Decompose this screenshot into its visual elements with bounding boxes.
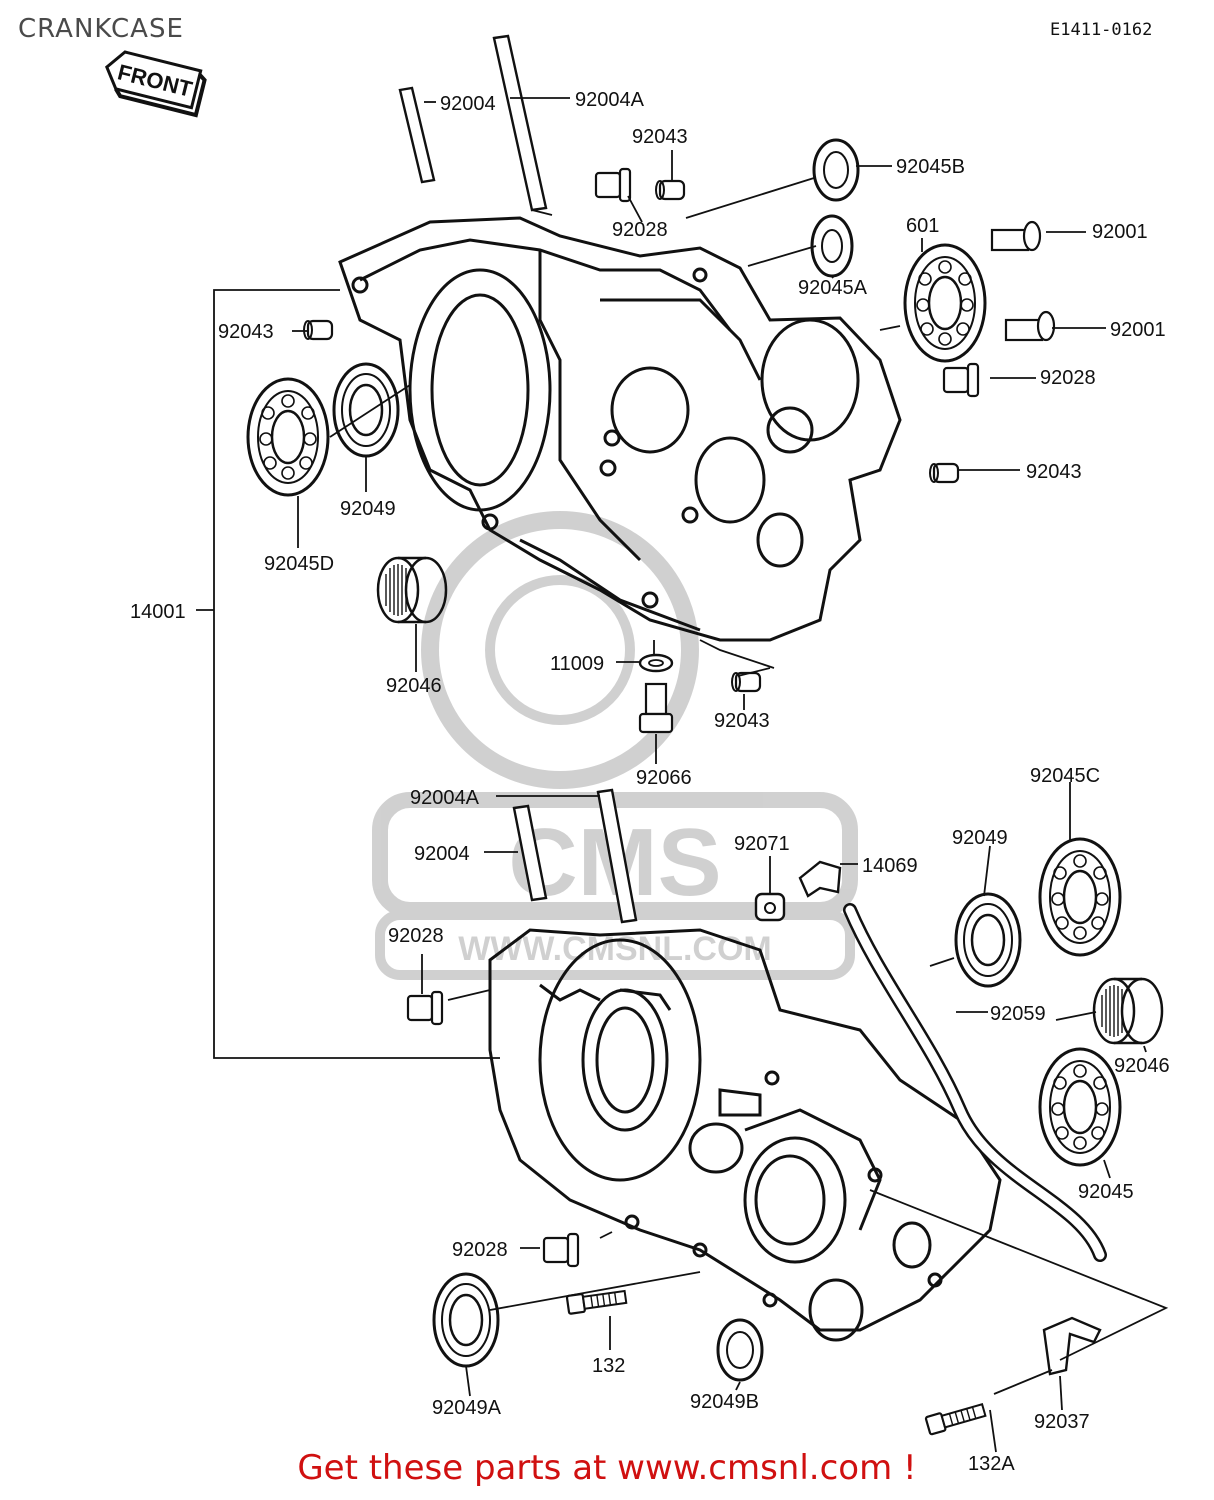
- label-92028-right: 92028: [1040, 367, 1096, 389]
- bracket-92037: [1042, 1316, 1102, 1376]
- label-92045: 92045: [1078, 1181, 1134, 1203]
- label-92043-right: 92043: [1026, 461, 1082, 483]
- label-92049-upper: 92049: [340, 498, 396, 520]
- bearing-92045: [1038, 1047, 1122, 1167]
- dowel-92043-bottom: [730, 671, 762, 693]
- lower-crankcase-half: [488, 928, 1002, 1342]
- label-92004a-lower: 92004A: [410, 787, 480, 809]
- label-92046-lower: 92046: [1114, 1055, 1170, 1077]
- label-92049a: 92049A: [432, 1397, 502, 1419]
- label-92004-top: 92004: [440, 93, 496, 115]
- label-92037: 92037: [1034, 1411, 1090, 1433]
- elbow-14069: [798, 860, 842, 898]
- washer-11009: [638, 653, 674, 673]
- label-92045a: 92045A: [798, 277, 868, 299]
- plug-92028-right: [942, 362, 980, 398]
- stud-92004a: [492, 34, 548, 212]
- seal-92049b: [716, 1318, 764, 1382]
- part-labels: 92004 92004A 92043 92045B 92028 601 9200…: [130, 89, 1170, 1475]
- label-92004-lower: 92004: [414, 843, 470, 865]
- label-92049b: 92049B: [690, 1391, 759, 1413]
- label-92071: 92071: [734, 833, 790, 855]
- label-92046-upper: 92046: [386, 675, 442, 697]
- label-11009: 11009: [550, 653, 604, 675]
- footer-link-text[interactable]: Get these parts at www.cmsnl.com !: [297, 1448, 917, 1488]
- label-92059: 92059: [990, 1003, 1046, 1025]
- label-14069: 14069: [862, 855, 918, 877]
- seal-92049a: [432, 1272, 500, 1368]
- label-92043-bottom: 92043: [714, 710, 770, 732]
- dowel-92043-right: [928, 462, 960, 484]
- page-title: CRANKCASE: [18, 14, 184, 44]
- label-132: 132: [592, 1355, 625, 1377]
- bearing-92045d: [246, 377, 330, 497]
- screw-92001-b: [1004, 310, 1056, 342]
- leader-lines: [196, 97, 1169, 1453]
- plug-92028-top: [594, 167, 632, 203]
- seal-92049-upper: [332, 362, 400, 458]
- footer-link[interactable]: Get these parts at www.cmsnl.com !: [0, 1448, 1214, 1488]
- dowel-92043-left: [302, 319, 334, 341]
- front-arrow-badge: FRONT: [105, 50, 207, 118]
- dowel-92043-top: [654, 179, 686, 201]
- screw-92001-a: [990, 220, 1042, 252]
- label-92028-lower-left: 92028: [388, 925, 444, 947]
- bearing-92045c: [1038, 837, 1122, 957]
- diagram-code: E1411-0162: [1050, 20, 1153, 40]
- seal-92049-lower: [954, 892, 1022, 988]
- label-92066: 92066: [636, 767, 692, 789]
- label-92028-lower-bottom: 92028: [452, 1239, 508, 1261]
- stud-92004a-lower: [596, 788, 638, 924]
- label-601: 601: [906, 215, 939, 237]
- plug-92028-lower-left: [406, 990, 444, 1026]
- clamp-92071: [754, 892, 786, 922]
- plug-92028-lower-bottom: [542, 1232, 580, 1268]
- bolt-132a: [924, 1400, 988, 1436]
- label-132a: 132A: [968, 1453, 1015, 1475]
- hose-92059: [843, 903, 1107, 1262]
- bearing-92045b: [812, 138, 860, 202]
- needle-bearing-92046-lower: [1092, 977, 1164, 1045]
- upper-crankcase-half: [338, 216, 902, 642]
- label-92049-lower: 92049: [952, 827, 1008, 849]
- drain-bolt-92066: [638, 682, 674, 734]
- label-92001-b: 92001: [1110, 319, 1166, 341]
- label-92045b: 92045B: [896, 156, 965, 178]
- stud-92004-lower: [512, 804, 548, 902]
- label-92028-top: 92028: [612, 219, 668, 241]
- label-92004a-top: 92004A: [575, 89, 645, 111]
- bearing-92045a: [810, 214, 854, 278]
- label-92001-a: 92001: [1092, 221, 1148, 243]
- label-92045c: 92045C: [1030, 765, 1100, 787]
- label-92045d: 92045D: [264, 553, 334, 575]
- bolt-132: [565, 1286, 628, 1316]
- label-14001: 14001: [130, 601, 186, 623]
- bearing-601: [903, 243, 987, 363]
- label-92043-left: 92043: [218, 321, 274, 343]
- label-92043-top: 92043: [632, 126, 688, 148]
- stud-92004: [398, 86, 436, 184]
